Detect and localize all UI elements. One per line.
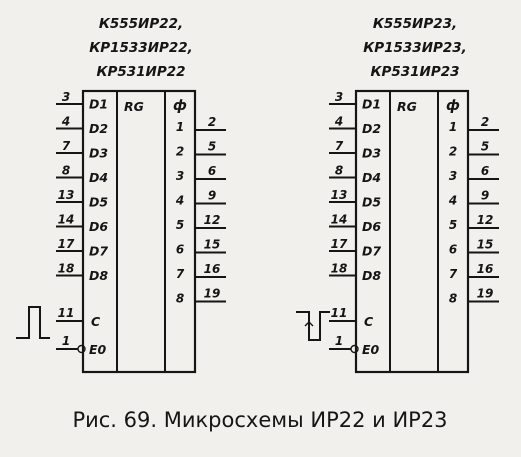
chip1-input-name: D6 (89, 219, 108, 234)
chip1-input-name: D3 (89, 146, 108, 161)
chip1-input-name: D5 (89, 195, 108, 210)
chip1-input-name: D7 (89, 244, 108, 259)
chip2-title-line: КР531ИР23 (370, 64, 459, 80)
chip1-title-line: КР531ИР22 (96, 64, 185, 80)
chip2-input-name: D6 (362, 219, 381, 234)
chip1-rising-edge-pulse-icon (16, 306, 50, 339)
chip1-input-pin: 17 (58, 237, 75, 251)
chip1-output-pin: 2 (208, 115, 216, 129)
chip2-edge-arrow-icon (304, 321, 314, 327)
chip2-input-pin: 7 (335, 139, 344, 153)
chip2-input-pin: 8 (335, 164, 343, 178)
chip1-output-pin: 6 (208, 164, 216, 178)
chip2-output-name: 2 (449, 145, 457, 159)
chip1-input-name: D8 (89, 268, 108, 283)
chip2-output-name: 4 (448, 194, 457, 208)
chip2-output-pin: 2 (481, 115, 489, 129)
chip2-output-pin: 16 (477, 262, 494, 276)
chip1-input-name: D1 (89, 97, 108, 112)
chip2-block-label: RG (397, 99, 417, 114)
chip1-input-pin: 7 (62, 139, 71, 153)
chip2-input-pin: 18 (331, 262, 348, 276)
chip1-enable-inversion (77, 344, 86, 354)
chip1-block-label: RG (124, 99, 144, 114)
chip1-output-name: 3 (176, 169, 184, 183)
chip1-input-pin: 13 (58, 188, 75, 202)
chip1-output-pin: 19 (204, 287, 221, 301)
chip2-output-name: 7 (449, 267, 458, 281)
chip2-input-name: D4 (362, 170, 381, 185)
chip2-clock-pin: 11 (331, 306, 348, 320)
chip1-output-name: 7 (176, 267, 185, 281)
chip1-input-pin: 14 (58, 213, 75, 227)
chip1-output-name: 1 (176, 120, 184, 134)
chip1-clock-name: C (91, 314, 101, 329)
chip2-output-name: 1 (449, 120, 457, 134)
chip2-input-name: D3 (362, 146, 381, 161)
chip1-output-name: 2 (176, 145, 184, 159)
chip1-input-pin: 8 (62, 164, 70, 178)
chip2-output-pin: 12 (477, 213, 494, 227)
chip2-enable-name: E0 (362, 342, 380, 357)
chip1-input-name: D4 (89, 170, 108, 185)
chip1-output-pin: 12 (204, 213, 221, 227)
chip2-output-name: 8 (449, 292, 457, 306)
chip1-input-name: D2 (89, 121, 108, 136)
chip2-input-name: D7 (362, 244, 381, 259)
chip2-input-pin: 14 (331, 213, 348, 227)
chip2-output-pin: 5 (481, 140, 489, 154)
chip2-output-pin: 6 (481, 164, 489, 178)
chip2-output-name: 6 (449, 243, 457, 257)
chip2-enable-inversion (350, 344, 359, 354)
chip1-input-pin: 3 (62, 90, 70, 104)
chip1-clock-pin: 11 (58, 306, 75, 320)
chip2-output-name: 3 (449, 169, 457, 183)
chip1-output-name: 5 (176, 218, 184, 232)
chip1-title-line: К555ИР22, (99, 16, 183, 32)
chip1-title-line: КР1533ИР22, (89, 40, 193, 56)
chip2-title-line: КР1533ИР23, (363, 40, 467, 56)
chip2-input-pin: 3 (335, 90, 343, 104)
chip2-output-header: ф (446, 98, 460, 114)
chip2-input-name: D5 (362, 195, 381, 210)
chip1-output-name: 4 (175, 194, 184, 208)
chip1-enable-pin: 1 (62, 334, 70, 348)
chip2-enable-pin: 1 (335, 334, 343, 348)
chip1-output-pin: 5 (208, 140, 216, 154)
chip2-output-pin: 15 (477, 238, 494, 252)
chip2-title-line: К555ИР23, (373, 16, 457, 32)
chip1-output-name: 8 (176, 292, 184, 306)
chip1-body (81, 89, 197, 374)
chip1-input-pin: 4 (61, 115, 70, 129)
chip2-input-pin: 17 (331, 237, 348, 251)
chip1-output-name: 6 (176, 243, 184, 257)
chip1-input-pin: 18 (58, 262, 75, 276)
chip2-input-name: D2 (362, 121, 381, 136)
chip2-input-name: D8 (362, 268, 381, 283)
chip2-falling-edge-pulse-icon (296, 311, 330, 341)
chip2-input-name: D1 (362, 97, 381, 112)
chip1-output-pin: 9 (208, 189, 216, 203)
chip2-input-pin: 13 (331, 188, 348, 202)
chip2-body (354, 89, 470, 374)
chip1-enable-name: E0 (89, 342, 107, 357)
chip1-output-header: ф (173, 98, 187, 114)
chip2-input-pin: 4 (334, 115, 343, 129)
figure-caption: Рис. 69. Микросхемы ИР22 и ИР23 (72, 408, 447, 432)
chip1-output-pin: 16 (204, 262, 221, 276)
chip2-output-pin: 9 (481, 189, 489, 203)
chip2-output-name: 5 (449, 218, 457, 232)
chip2-clock-name: C (364, 314, 374, 329)
chip2-output-pin: 19 (477, 287, 494, 301)
chip1-output-pin: 15 (204, 238, 221, 252)
